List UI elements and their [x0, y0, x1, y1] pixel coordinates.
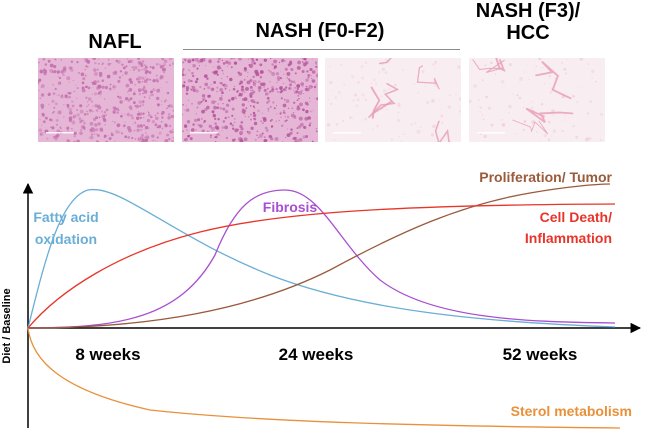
- series-label-cell-death-2: Inflammation: [525, 230, 612, 246]
- series-label-fibrosis: Fibrosis: [263, 199, 318, 215]
- nash-bracket-line: [183, 49, 460, 50]
- histology-panel-nafl: [38, 58, 174, 142]
- series-line-fatty-acid-oxidation: [27, 188, 616, 329]
- x-tick-label-8-weeks: 8 weeks: [75, 345, 140, 364]
- stage-label-nash-late-line1: NASH (F3)/: [475, 0, 581, 22]
- stage-label-nafl: NAFL: [88, 31, 142, 53]
- histology-panel-nash-f0: [182, 58, 318, 142]
- stage-label-nash-late: NASH (F3)/ HCC: [463, 0, 593, 44]
- histology-panel-hcc: [469, 58, 605, 142]
- series-line-fibrosis: [27, 189, 616, 329]
- series-label-fatty-acid-oxidation-2: oxidation: [35, 231, 97, 247]
- y-axis-label: Diet / Baseline: [1, 288, 13, 363]
- series-label-fatty-acid-oxidation-1: Fatty acid: [33, 209, 98, 225]
- stage-label-nash-late-line2: HCC: [506, 22, 550, 44]
- histology-panel-nash-f2: [325, 58, 461, 142]
- x-tick-label-24-weeks: 24 weeks: [279, 345, 354, 364]
- series-line-proliferation-tumor: [27, 183, 611, 329]
- series-line-sterol-metabolism: [27, 327, 621, 429]
- series-label-cell-death-1: Cell Death/: [540, 209, 612, 225]
- time-course-chart: Diet / Baseline Fatty acid oxidation Fib…: [1, 169, 642, 429]
- series-label-sterol-metabolism: Sterol metabolism: [511, 403, 632, 419]
- x-tick-label-52-weeks: 52 weeks: [503, 345, 578, 364]
- series-line-cell-death-inflammation: [27, 203, 616, 329]
- series-label-proliferation-tumor: Proliferation/ Tumor: [479, 169, 612, 185]
- stage-label-nash-early: NASH (F0-F2): [255, 20, 385, 42]
